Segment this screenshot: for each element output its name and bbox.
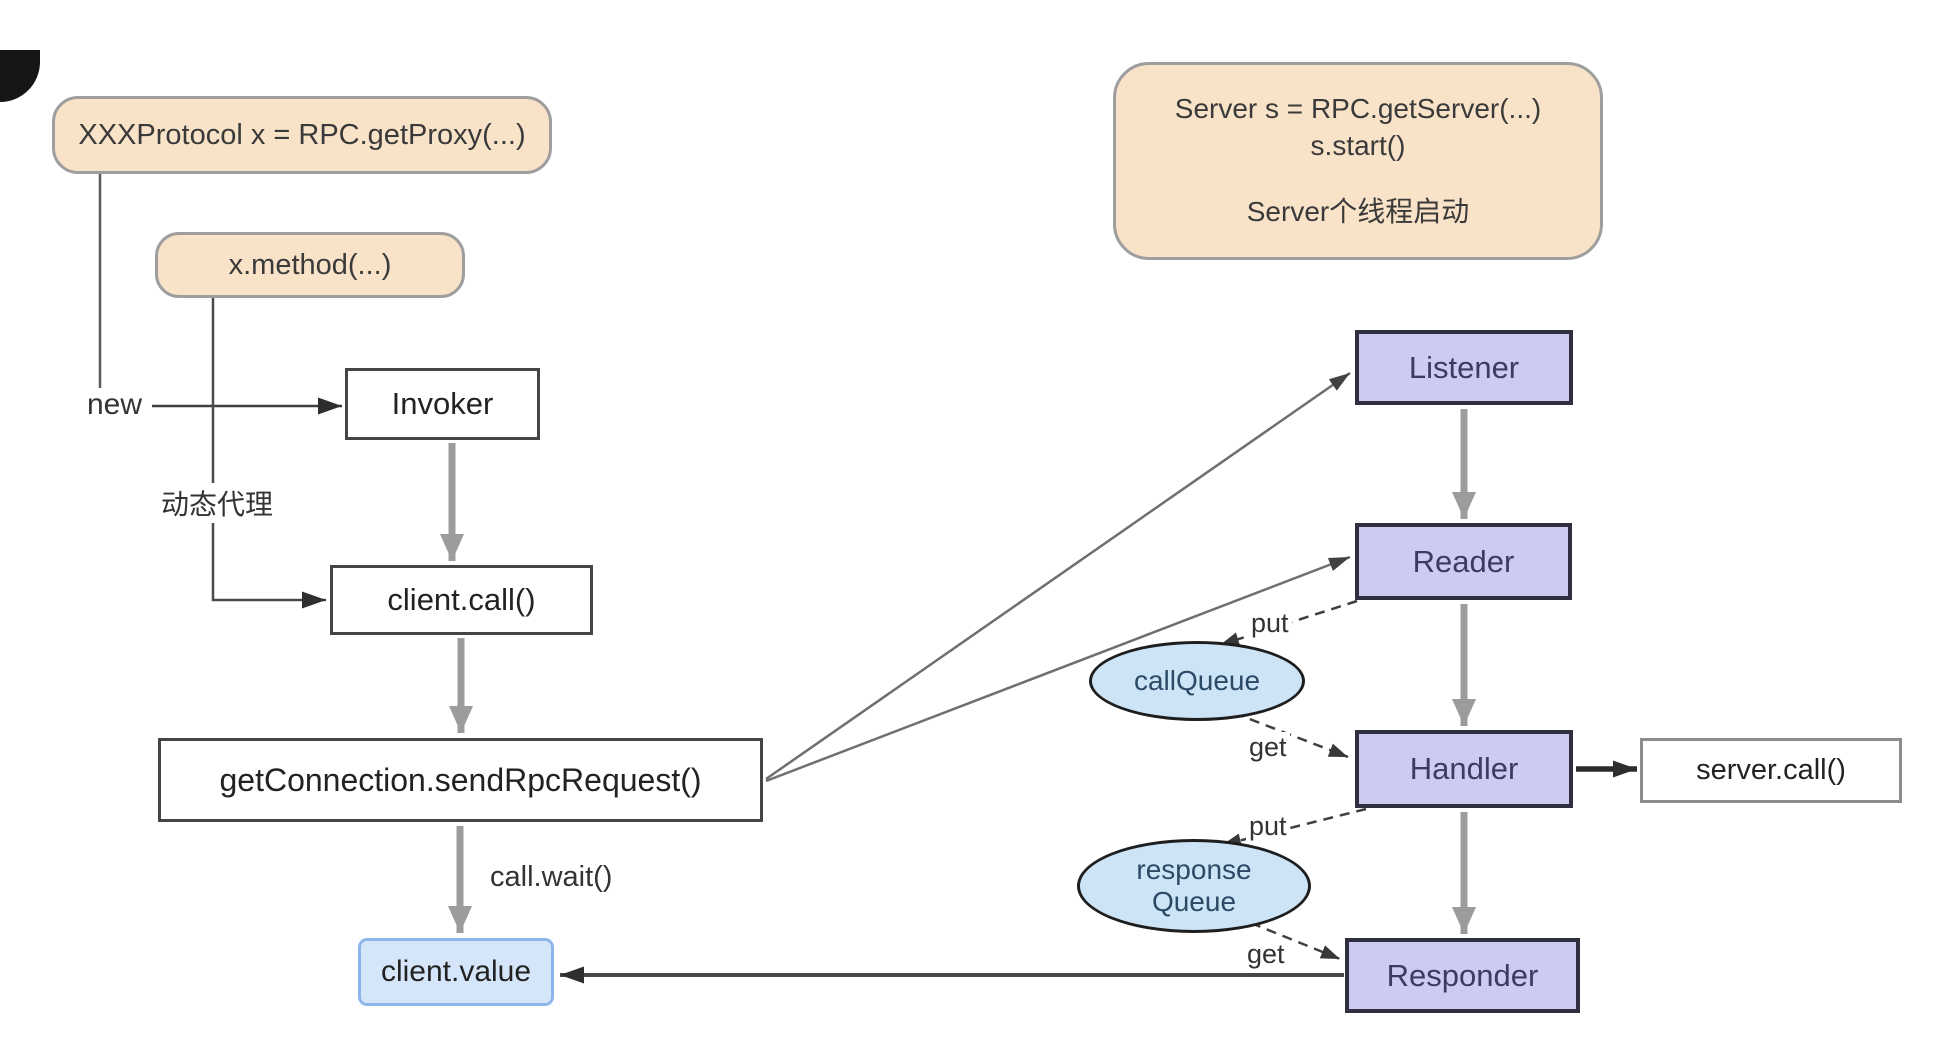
server-note-line3: Server个线程启动 xyxy=(1246,196,1470,228)
handler-box: Handler xyxy=(1355,730,1573,808)
dashed-callqueue-get-handler xyxy=(1233,711,1349,759)
response-queue-ellipse: response Queue xyxy=(1077,839,1311,933)
listener-box: Listener xyxy=(1355,330,1573,405)
call-queue-ellipse: callQueue xyxy=(1089,641,1305,721)
reader-box: Reader xyxy=(1355,523,1572,600)
method-note-box: x.method(...) xyxy=(155,232,465,298)
call-wait-label: call.wait() xyxy=(487,861,616,894)
get-label-handler: get xyxy=(1246,732,1290,763)
dynamic-proxy-label: 动态代理 xyxy=(158,483,277,523)
invoker-box: Invoker xyxy=(345,368,540,440)
line-sendrpc-to-reader xyxy=(765,555,1351,783)
client-call-box: client.call() xyxy=(330,565,593,635)
new-label: new xyxy=(84,388,146,422)
line-sendrpc-to-listener xyxy=(765,371,1351,781)
get-label-responder: get xyxy=(1244,939,1288,970)
server-note-line2: s.start() xyxy=(1310,129,1406,161)
server-note-line1: Server s = RPC.getServer(...) xyxy=(1174,93,1542,125)
responder-box: Responder xyxy=(1345,938,1580,1013)
put-label-handler: put xyxy=(1246,811,1290,842)
proxy-note-box: XXXProtocol x = RPC.getProxy(...) xyxy=(52,96,552,174)
put-label-reader: put xyxy=(1248,608,1292,639)
server-call-box: server.call() xyxy=(1640,738,1902,803)
response-queue-line1: response xyxy=(1136,853,1252,885)
client-value-box: client.value xyxy=(358,938,554,1006)
arrow-method-to-clientcall xyxy=(211,298,326,609)
response-queue-line2: Queue xyxy=(1151,886,1237,917)
server-note-box: Server s = RPC.getServer(...) s.start() … xyxy=(1113,62,1603,260)
send-rpc-request-box: getConnection.sendRpcRequest() xyxy=(158,738,763,822)
dashed-handler-put-responsequeue xyxy=(1221,807,1367,848)
